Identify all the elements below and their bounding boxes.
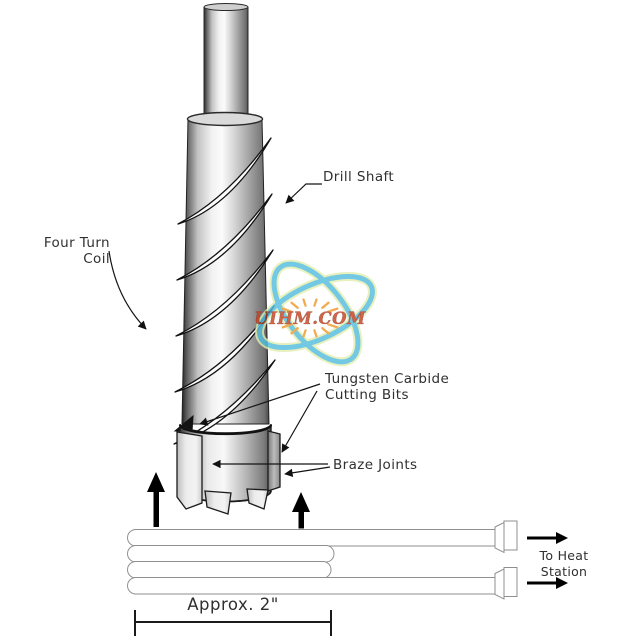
logo-text: UIHM.COM (254, 309, 366, 328)
upward-flow-arrows (147, 472, 310, 529)
cutter-head (173, 414, 281, 515)
label-tungsten-line2: Cutting Bits (325, 387, 409, 403)
carbide-bit-bottom-right (246, 488, 269, 510)
label-to-heat-line1: To Heat (539, 548, 589, 563)
fitting-lower (503, 567, 518, 597)
to-heat-station-arrows (527, 532, 568, 589)
leader-tungsten-2 (281, 390, 318, 453)
leader-braze-2 (284, 466, 331, 477)
coil-tubes-side-view (127, 520, 518, 600)
label-to-heat-line2: Station (540, 564, 588, 579)
drill-shaft-body (181, 111, 270, 425)
label-four-turn-coil: Four Turn Coil (38, 235, 110, 267)
dimension-bracket (134, 610, 332, 636)
carbide-bit-bottom-center (204, 490, 232, 515)
label-braze-joints: Braze Joints (333, 457, 418, 473)
leader-tungsten-1 (199, 383, 321, 426)
fitting-neck-upper (494, 521, 505, 554)
label-dimension-approx-2in: Approx. 2" (187, 595, 279, 614)
label-four-turn-coil-line2: Coil (83, 251, 110, 267)
fitting-upper (503, 520, 518, 551)
carbide-bit-right (267, 430, 281, 492)
carbide-bit-left (176, 431, 203, 510)
leader-drill-shaft (285, 183, 322, 204)
label-tungsten-carbide-cutting-bits: Tungsten Carbide Cutting Bits (325, 371, 449, 403)
label-four-turn-coil-line1: Four Turn (43, 235, 110, 251)
label-tungsten-line1: Tungsten Carbide (325, 371, 450, 387)
label-to-heat-station: To Heat Station (526, 548, 602, 580)
label-drill-shaft: Drill Shaft (323, 169, 395, 185)
fitting-neck-lower (494, 568, 505, 600)
shaft-upper-section (203, 3, 249, 117)
uihm-watermark-logo: UIHM.COM (254, 259, 377, 367)
leader-four-turn-coil (108, 250, 147, 330)
logo-sunburst-rays (281, 298, 339, 338)
leader-lines (108, 183, 331, 477)
